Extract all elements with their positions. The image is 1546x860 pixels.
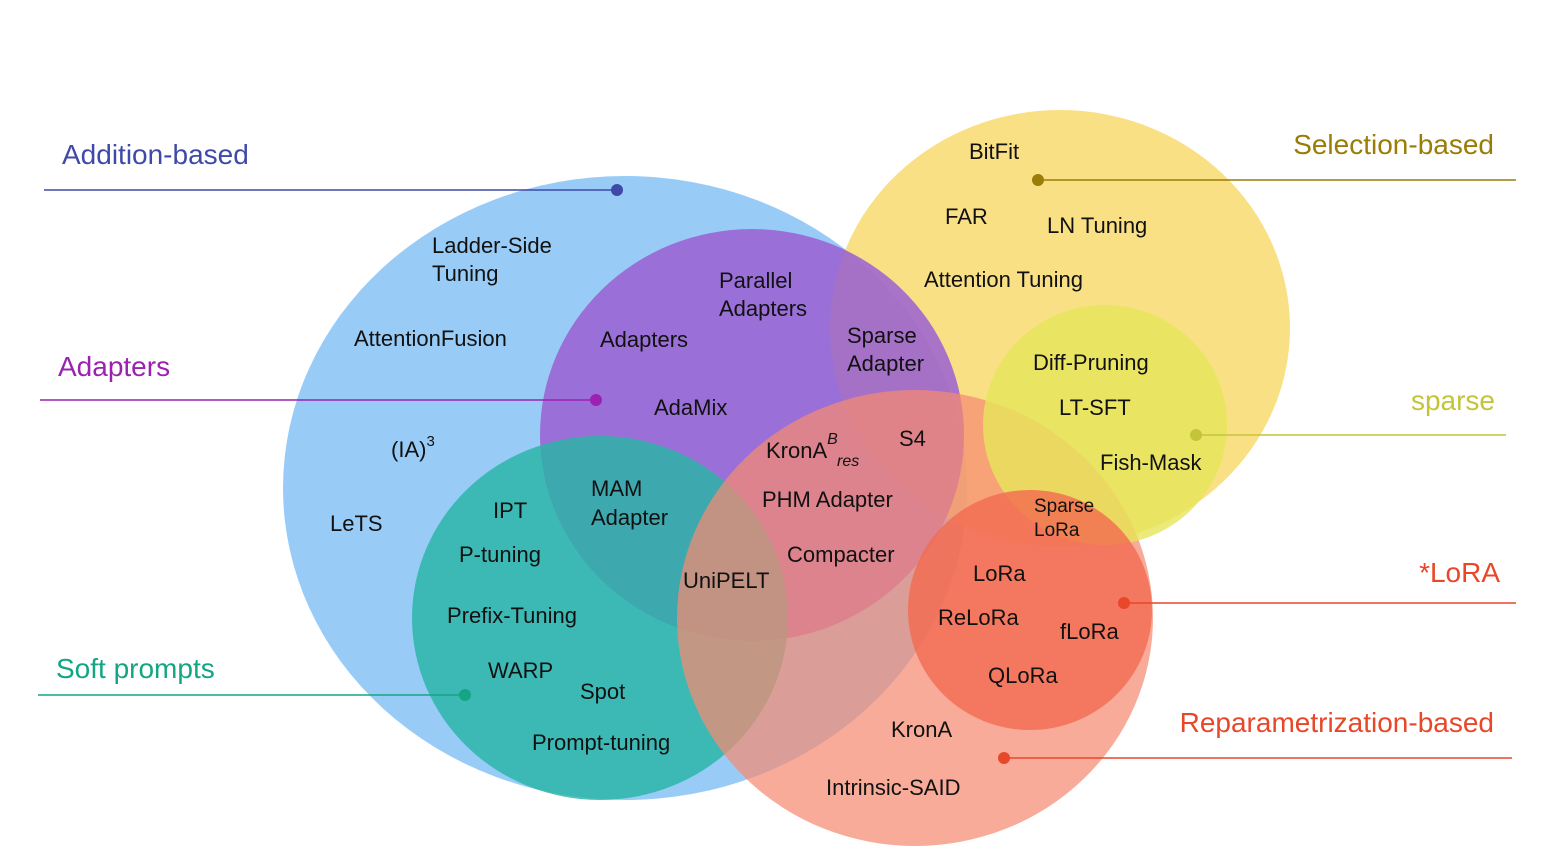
method-phm-adapter: PHM Adapter	[762, 487, 893, 512]
method-krona: KronA	[891, 717, 952, 742]
method-sparse-adapter-line1: Sparse	[847, 323, 917, 348]
method-attention-tuning: Attention Tuning	[924, 267, 1083, 292]
soft-prompts-callout-dot	[459, 689, 471, 701]
method-krona-res-sup: B	[827, 431, 838, 448]
label-soft-prompts: Soft prompts	[56, 653, 215, 684]
method-adapters: Adapters	[600, 327, 688, 352]
method-ln-tuning: LN Tuning	[1047, 213, 1147, 238]
reparam-callout-dot	[998, 752, 1010, 764]
method-ladder-side-tuning-line2: Tuning	[432, 261, 498, 286]
method-diff-pruning: Diff-Pruning	[1033, 350, 1149, 375]
method-ladder-side-tuning-line1: Ladder-Side	[432, 233, 552, 258]
method-mam-adapter-line1: MAM	[591, 476, 642, 501]
method-parallel-adapters-line2: Adapters	[719, 296, 807, 321]
method-prefix-tuning: Prefix-Tuning	[447, 603, 577, 628]
method-relora: ReLoRa	[938, 605, 1019, 630]
method-intrinsic-said: Intrinsic-SAID	[826, 775, 960, 800]
method-parallel-adapters-line1: Parallel	[719, 268, 792, 293]
label-adapters: Adapters	[58, 351, 170, 382]
method-krona-res-base: KronA	[766, 438, 827, 463]
method-krona-res: KronABres	[766, 431, 859, 470]
method-lets: LeTS	[330, 511, 383, 536]
method-fish-mask: Fish-Mask	[1100, 450, 1202, 475]
method-flora: fLoRa	[1060, 619, 1119, 644]
method-mam-adapter-line2: Adapter	[591, 505, 668, 530]
method-attentionfusion: AttentionFusion	[354, 326, 507, 351]
method-far: FAR	[945, 204, 988, 229]
label-selection-based: Selection-based	[1293, 129, 1494, 160]
method-compacter: Compacter	[787, 542, 895, 567]
method-sparse-lora-line2: LoRa	[1034, 520, 1080, 541]
method-qlora: QLoRa	[988, 663, 1058, 688]
method-p-tuning: P-tuning	[459, 542, 541, 567]
lora-callout-dot	[1118, 597, 1130, 609]
method-bitfit: BitFit	[969, 139, 1019, 164]
method-ipt: IPT	[493, 498, 527, 523]
label-addition-based: Addition-based	[62, 139, 249, 170]
method-prompt-tuning: Prompt-tuning	[532, 730, 670, 755]
method-ia3: (IA)3	[391, 433, 435, 462]
label-sparse: sparse	[1411, 385, 1495, 416]
method-sparse-lora-line1: Sparse	[1034, 496, 1094, 517]
region-soft-prompts	[412, 436, 788, 800]
method-sparse-adapter-line2: Adapter	[847, 351, 924, 376]
method-warp: WARP	[488, 658, 553, 683]
method-adamix: AdaMix	[654, 395, 727, 420]
label-lora: *LoRA	[1419, 557, 1500, 588]
addition-callout-dot	[611, 184, 623, 196]
sparse-callout-dot	[1190, 429, 1202, 441]
method-lora: LoRa	[973, 561, 1026, 586]
method-krona-res-sub: res	[837, 453, 859, 470]
method-ia3-sup: 3	[426, 433, 434, 450]
region-sparse	[983, 305, 1227, 545]
region-lora	[908, 490, 1152, 730]
label-reparametrization-based: Reparametrization-based	[1180, 707, 1494, 738]
method-ia3-base: (IA)	[391, 437, 426, 462]
adapters-callout-dot	[590, 394, 602, 406]
method-lt-sft: LT-SFT	[1059, 395, 1131, 420]
method-s4: S4	[899, 426, 926, 451]
selection-callout-dot	[1032, 174, 1044, 186]
method-unipelt: UniPELT	[683, 568, 769, 593]
method-spot: Spot	[580, 679, 625, 704]
